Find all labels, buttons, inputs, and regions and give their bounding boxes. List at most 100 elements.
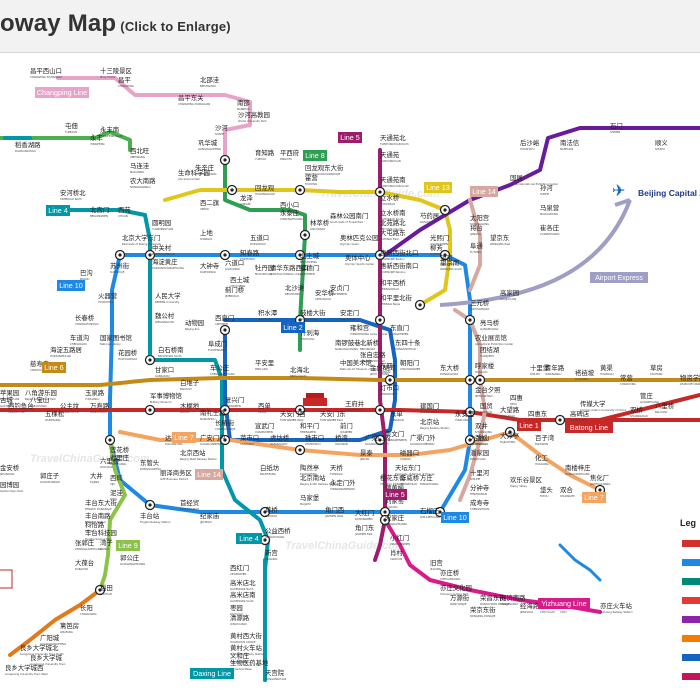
- subway-map[interactable]: TravelChinaGuide.comTravelChinaGuide.com…: [0, 52, 700, 700]
- line-badge-line1[interactable]: Line 1: [517, 420, 541, 431]
- line-badge-line2[interactable]: Line 2: [281, 322, 305, 333]
- transfer-station-marker[interactable]: [374, 186, 386, 198]
- transfer-station-marker[interactable]: [294, 444, 306, 456]
- transfer-station-marker[interactable]: [294, 184, 306, 196]
- transfer-station-marker[interactable]: [226, 184, 238, 196]
- line-badge-line10a[interactable]: Line 10: [57, 280, 85, 291]
- airport-express-badge[interactable]: Airport Express: [590, 272, 648, 283]
- transfer-station-marker[interactable]: [554, 414, 566, 426]
- transfer-station-marker[interactable]: [384, 374, 396, 386]
- transfer-station-marker[interactable]: [144, 404, 156, 416]
- transfer-station-marker[interactable]: [379, 514, 391, 526]
- station-label[interactable]: 物资学院路WUZIXUEYUANLU: [680, 373, 700, 386]
- line-badge-line14b[interactable]: Line 14: [195, 469, 223, 480]
- page-title[interactable]: oway Map(Click to Enlarge): [0, 10, 231, 38]
- transfer-station-marker[interactable]: [219, 404, 231, 416]
- line-badge-line9[interactable]: Line 9: [116, 540, 140, 551]
- line-badge-daxing[interactable]: Daxing Line: [190, 668, 234, 679]
- transfer-station-marker[interactable]: [464, 434, 476, 446]
- line-badge-line10b[interactable]: Line 10: [441, 512, 469, 523]
